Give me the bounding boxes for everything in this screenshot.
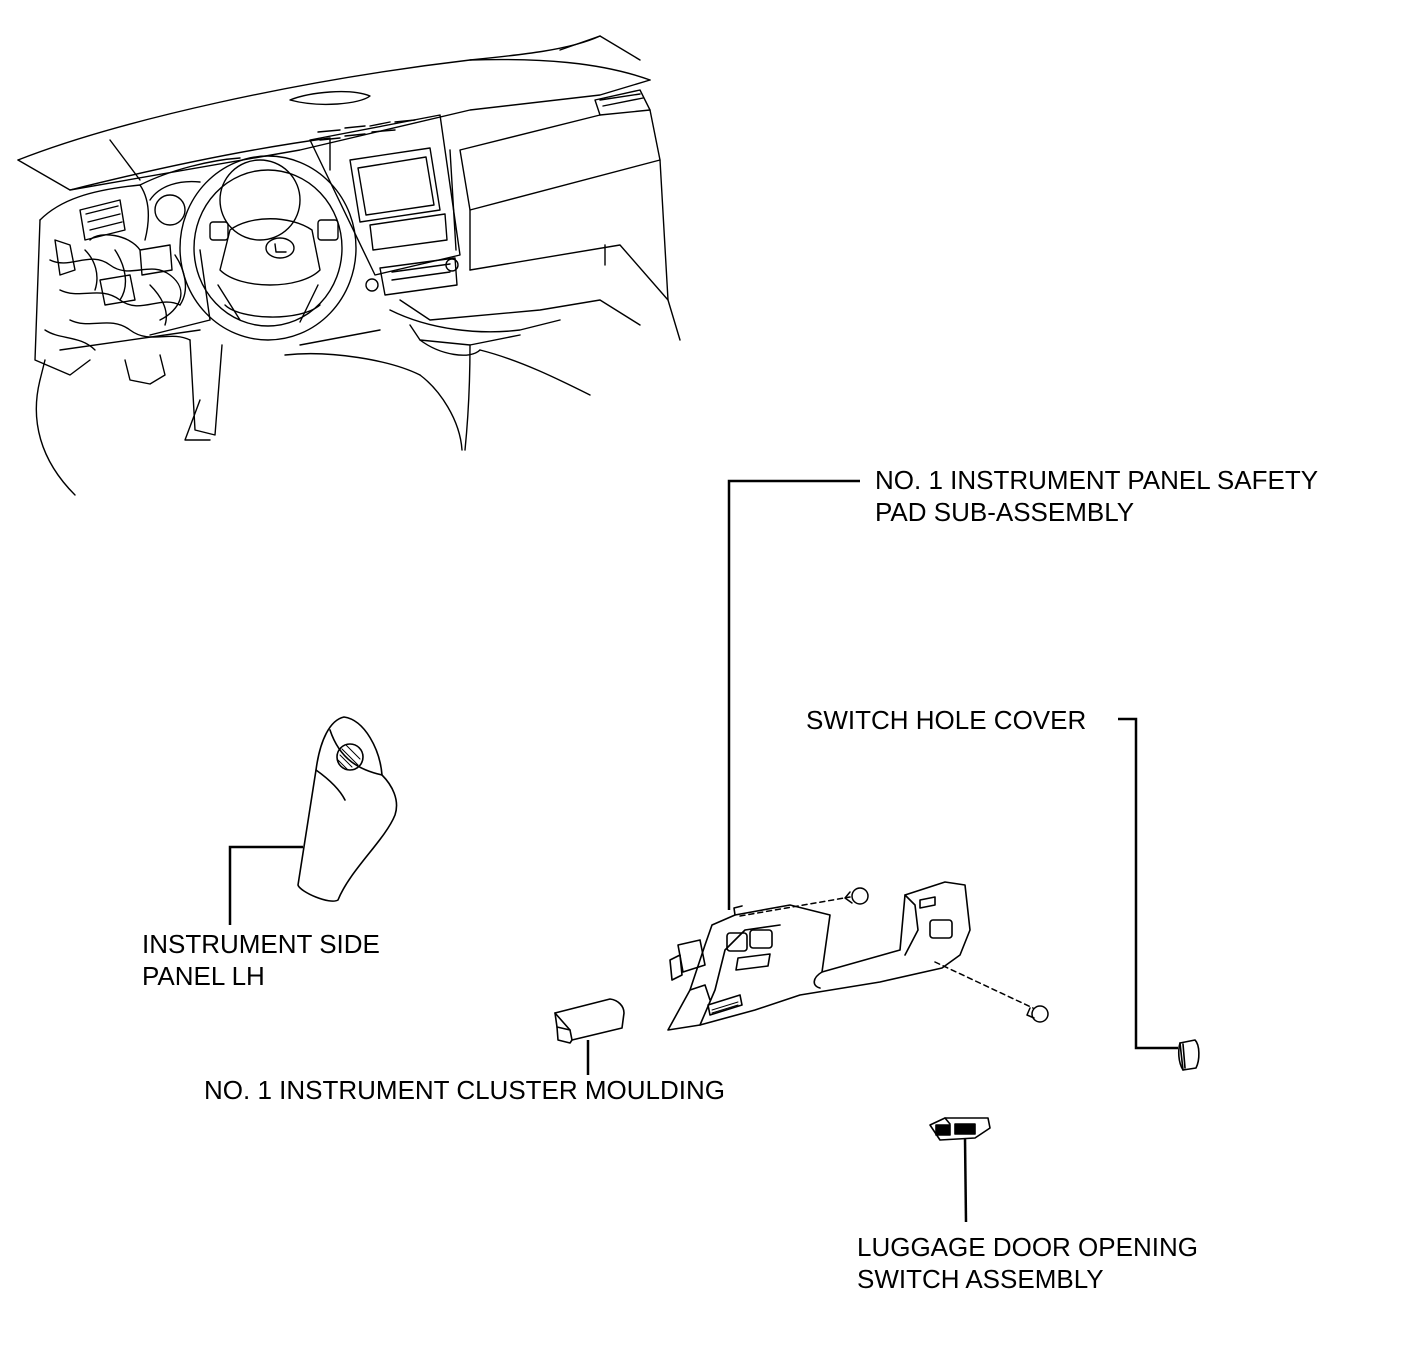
switch-hole-cover-part [1177,1039,1200,1071]
label-luggage-switch-line1: LUGGAGE DOOR OPENING [857,1232,1198,1262]
label-luggage-switch: LUGGAGE DOOR OPENING SWITCH ASSEMBLY [857,1231,1198,1295]
label-safety-pad-line2: PAD SUB-ASSEMBLY [875,497,1135,527]
label-side-panel: INSTRUMENT SIDE PANEL LH [142,928,380,992]
leader-luggage-switch [963,1137,968,1223]
label-switch-hole-cover-line1: SWITCH HOLE COVER [806,705,1087,735]
leader-side-panel [228,845,303,925]
dashboard-overview-illustration [17,35,681,496]
leader-switch-hole-cover [1118,717,1178,1050]
label-side-panel-line2: PANEL LH [142,961,265,991]
cluster-moulding-part [554,998,625,1044]
label-safety-pad-line1: NO. 1 INSTRUMENT PANEL SAFETY [875,465,1319,495]
luggage-switch-part [929,1117,991,1141]
label-luggage-switch-line2: SWITCH ASSEMBLY [857,1264,1104,1294]
label-safety-pad: NO. 1 INSTRUMENT PANEL SAFETY PAD SUB-AS… [875,464,1318,528]
instrument-side-panel-lh-part [297,716,398,902]
screws-and-guides [739,887,1049,1023]
label-side-panel-line1: INSTRUMENT SIDE [142,929,380,959]
label-cluster-moulding-line1: NO. 1 INSTRUMENT CLUSTER MOULDING [204,1075,726,1105]
leader-lines [228,479,1178,1223]
leader-safety-pad [727,479,860,910]
label-cluster-moulding: NO. 1 INSTRUMENT CLUSTER MOULDING [204,1074,725,1106]
safety-pad-sub-assembly-part [667,881,971,1031]
label-switch-hole-cover: SWITCH HOLE COVER [806,704,1086,736]
